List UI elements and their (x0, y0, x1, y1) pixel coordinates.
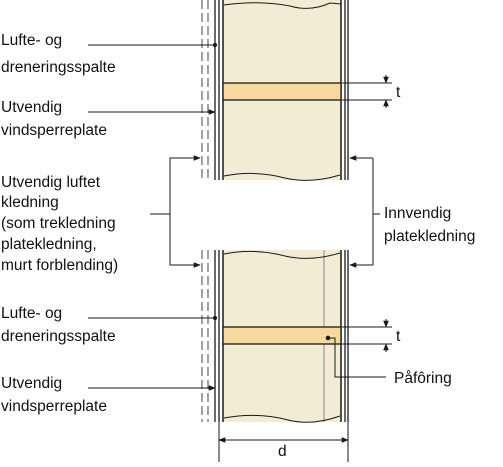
bracket-ext-cladding (150, 157, 186, 266)
label-ext-cladding-3: (som trekledning (1, 215, 116, 232)
label-depth: d (278, 443, 287, 460)
label-air-gap-top-1: Lufte- og (1, 32, 62, 49)
bracket-int-cladding (372, 158, 380, 265)
wall-section-top (201, 0, 349, 180)
label-air-gap-top-2: dreneringsspalte (1, 59, 116, 76)
label-windbarrier-top-1: Utvendig (1, 99, 62, 116)
label-ext-cladding-1: Utvendig luftet (1, 174, 101, 191)
wall-section-bottom (201, 250, 349, 422)
label-ext-cladding-4: platekledning, (1, 236, 97, 253)
label-windbarrier-bot-1: Utvendig (1, 375, 62, 392)
leader-lines (88, 42, 386, 391)
dimension-d (218, 422, 349, 462)
labels: Lufte- og dreneringsspalte Utvendig vind… (1, 32, 475, 460)
label-int-cladding-1: Innvendig (384, 205, 451, 222)
leader-furring (328, 337, 386, 378)
timber-bottom (222, 326, 342, 345)
dimension-t-top (342, 75, 392, 108)
break-lines (223, 2, 342, 423)
label-int-cladding-2: platekledning (384, 228, 475, 245)
label-windbarrier-bot-2: vindsperreplate (1, 398, 107, 415)
label-windbarrier-top-2: vindsperreplate (1, 122, 107, 139)
label-air-gap-bot-1: Lufte- og (1, 305, 62, 322)
timber-top (222, 82, 342, 101)
label-furring: Påfôring (394, 370, 452, 387)
label-ext-cladding-5: murt forblending) (1, 257, 118, 274)
label-thickness-bottom: t (396, 328, 401, 345)
label-thickness-top: t (396, 84, 401, 101)
label-air-gap-bot-2: dreneringsspalte (1, 328, 116, 345)
label-ext-cladding-2: kledning (1, 194, 59, 211)
dimension-t-bottom (342, 319, 392, 352)
